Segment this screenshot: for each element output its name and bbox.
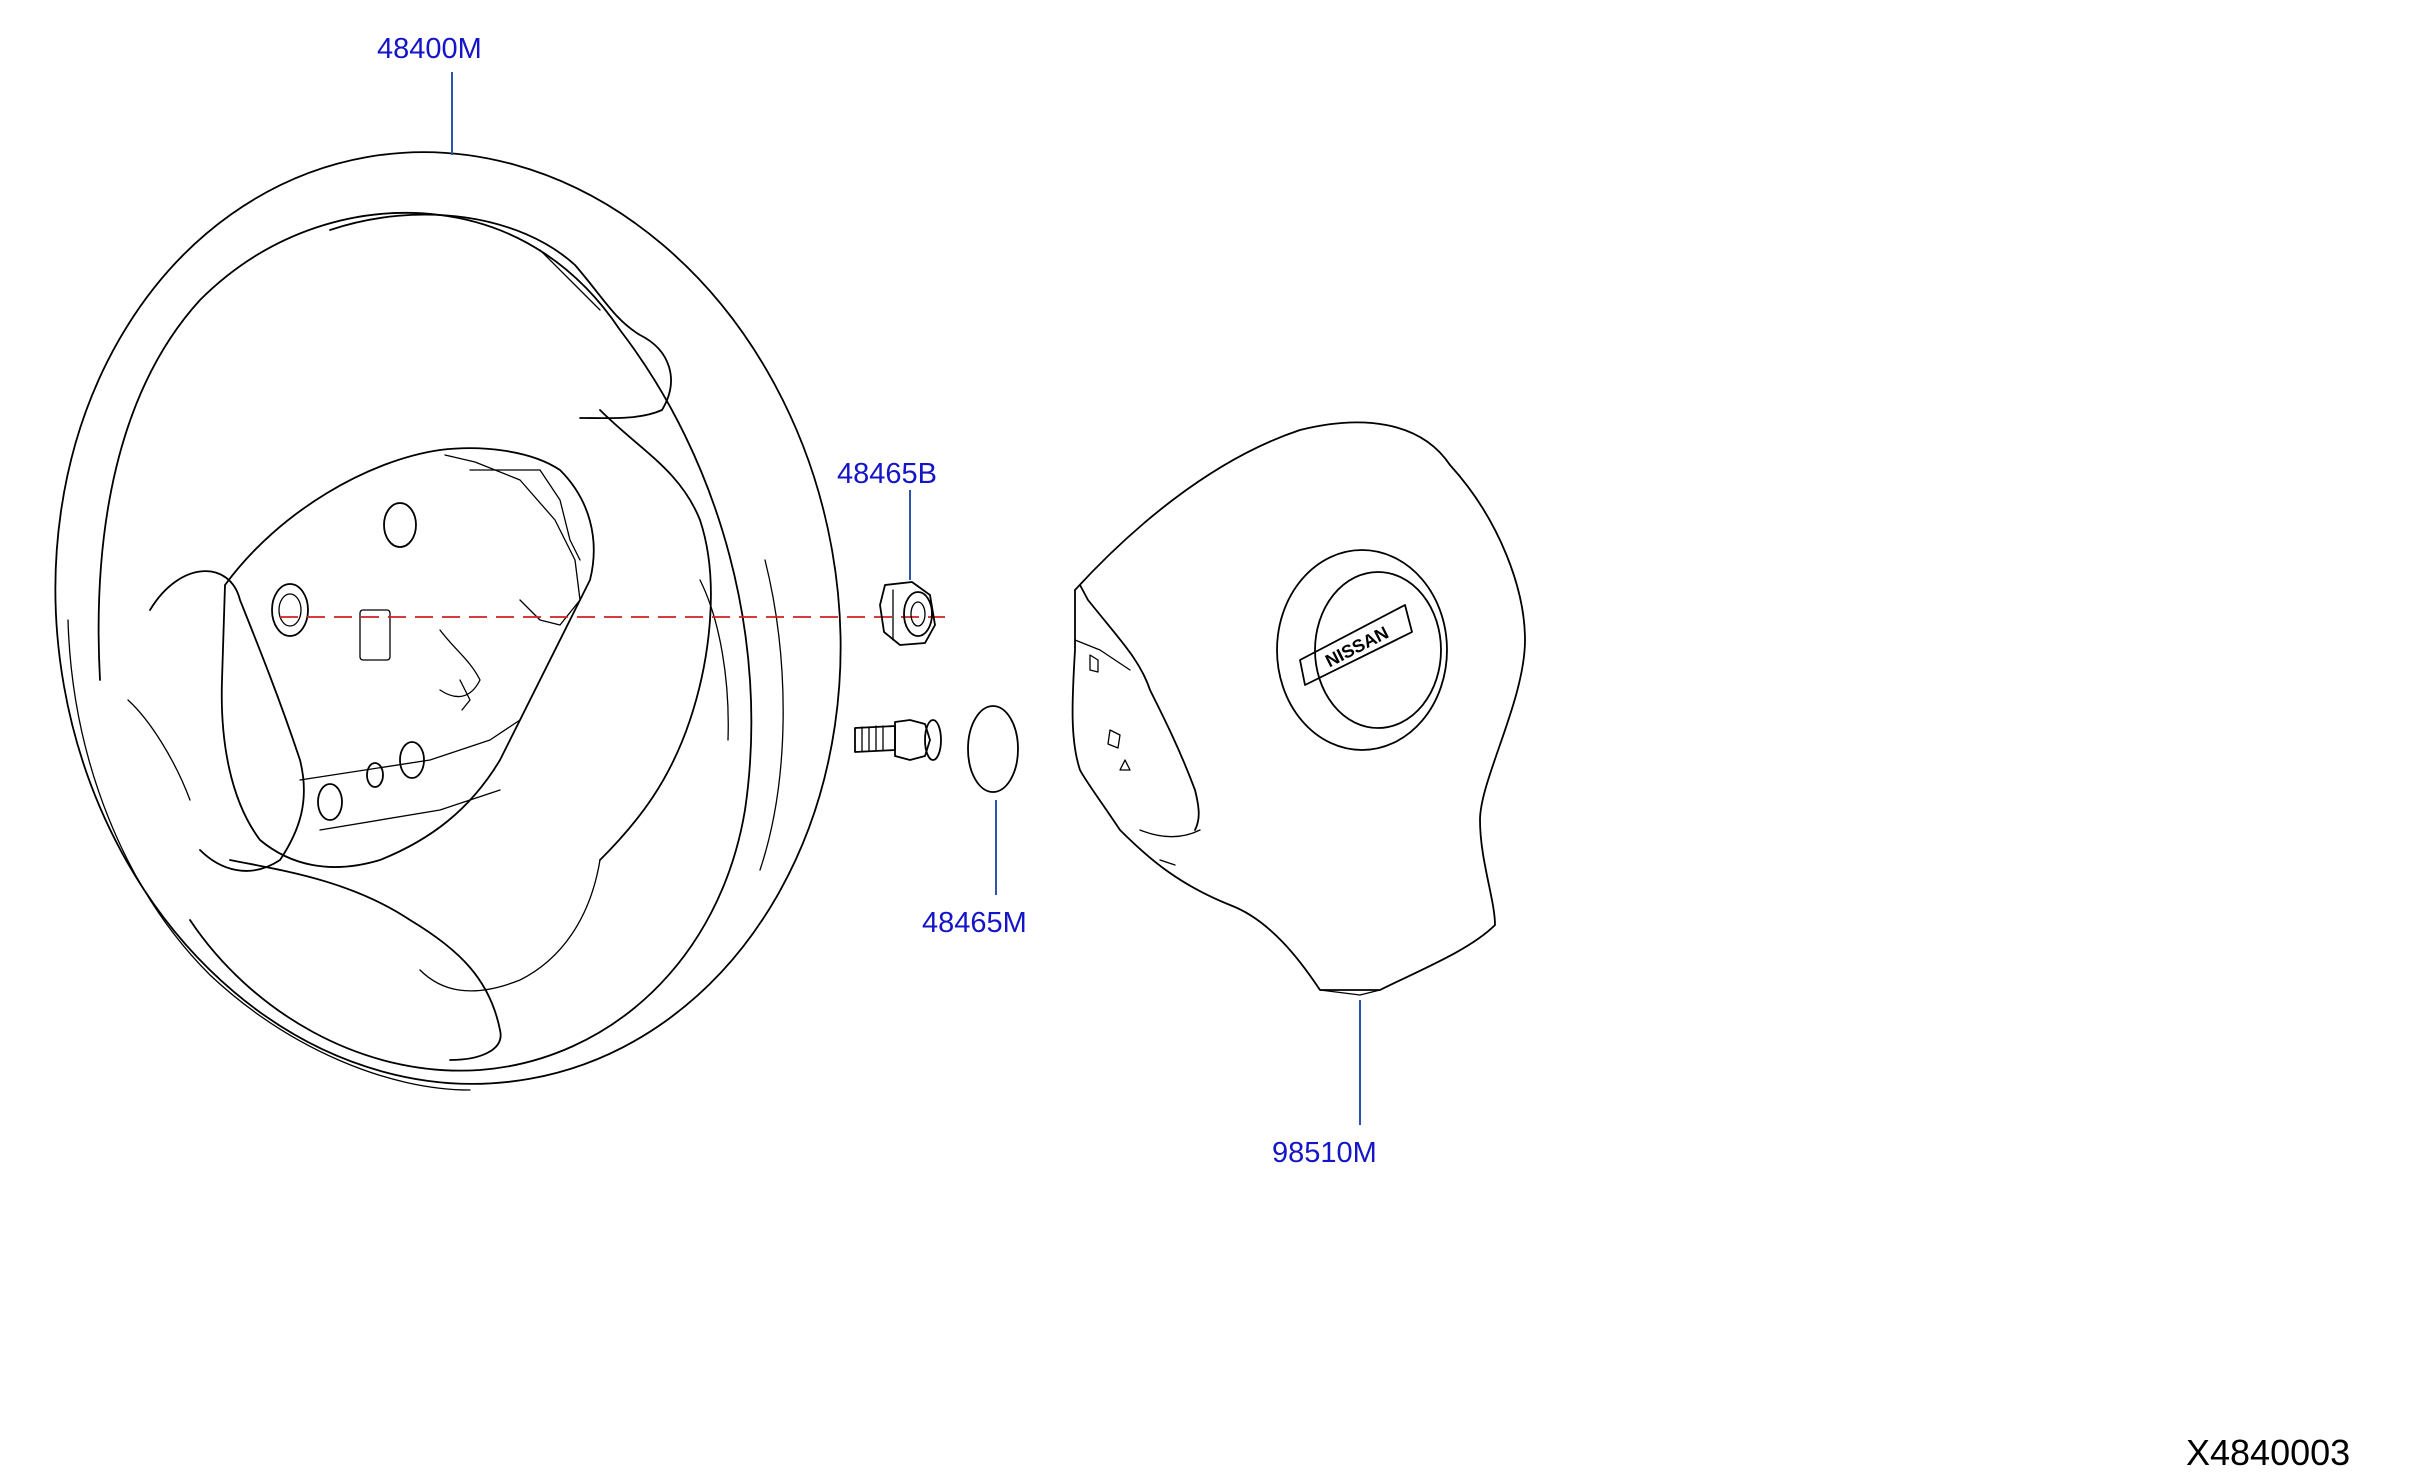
steering-wheel[interactable]: [0, 89, 913, 1146]
wheel-spoke-right: [599, 409, 712, 861]
emblem-bar: [1299, 604, 1413, 686]
label-48400M[interactable]: 48400M: [377, 33, 482, 65]
emblem-ring: [1314, 571, 1442, 729]
diagram-id: X4840003: [2186, 1432, 2350, 1473]
wheel-spoke-bottom: [229, 859, 502, 1061]
label-48465B[interactable]: 48465B: [837, 458, 937, 490]
wheel-rim-outer: [54, 151, 842, 1085]
airbag-module[interactable]: NISSAN: [1071, 421, 1526, 996]
bolt[interactable]: [854, 719, 942, 761]
nut[interactable]: [879, 581, 936, 646]
cap[interactable]: [967, 705, 1019, 793]
label-98510M[interactable]: 98510M: [1272, 1137, 1377, 1169]
wheel-hub: [220, 447, 595, 868]
airbag-outline: [1071, 421, 1526, 991]
wheel-rim-highlight: [67, 619, 471, 1091]
label-48465M[interactable]: 48465M: [922, 907, 1027, 939]
wheel-rim-inner: [97, 212, 753, 1072]
wheel-grip-contour: [329, 213, 672, 420]
emblem-outer: [1276, 549, 1448, 751]
